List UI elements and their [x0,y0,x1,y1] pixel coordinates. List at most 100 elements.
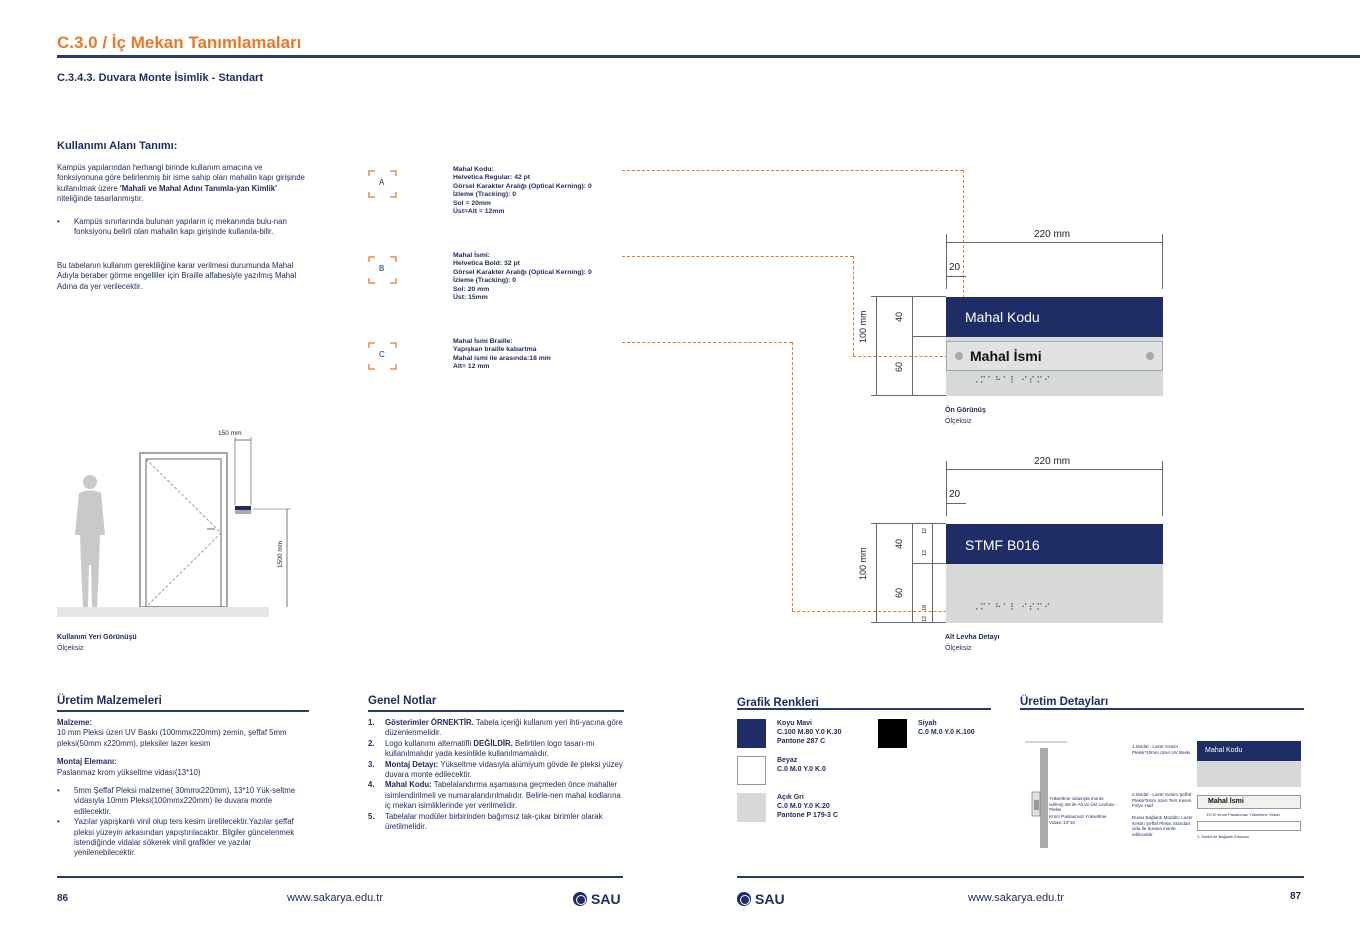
front-split-dim [912,296,913,396]
materials-rule [57,710,309,712]
front-dim-tick-left [946,234,947,289]
spec-title: Mahal İsmi Braille: [453,338,513,345]
spec-letter: B [379,264,385,273]
note-item: 4.Mahal Kodu: Tabelalandırma aşamasına g… [368,780,624,811]
sau-logo-right: SAU [737,891,785,907]
material-bullet: 5mm Şeffaf Pleksi malzeme( 30mmx220mm), … [57,786,309,817]
notes-heading: Genel Notlar [368,695,437,707]
label-top: 1.Modül - Lazer Kesim Pleksi*10mm üzeri … [1132,744,1191,755]
production-rule [1020,708,1304,710]
detail-grey-plate [1197,761,1301,787]
front-top-section: 40 [894,311,904,322]
color-pantone: Pantone P 179-3 C [777,812,838,819]
bottom-braille: ⠠⠍⠁⠓⠁⠇ ⠊⠎⠍⠊ [972,602,1052,612]
front-name-text: Mahal İsmi [970,348,1042,364]
usage-p1-bold: 'Mahali ve Mahal Adını Tanımla-yan Kimli… [119,183,277,193]
front-margin-label: 20 [949,262,961,273]
bottom-width-label: 220 mm [1034,456,1071,467]
page-number-left: 86 [57,893,69,904]
note-number: 5. [368,811,375,821]
section-drawing [1025,741,1067,848]
sau-logo-text: SAU [755,891,785,907]
spec-title: Mahal Kodu: [453,166,494,173]
front-scale: Ölçeksiz [945,418,972,425]
color-swatch [737,756,766,785]
bottom-height-tick-bottom [871,622,946,623]
bottom-dim-tick-right [1162,461,1163,516]
front-margin-line [946,276,966,277]
colors-rule [737,708,991,710]
sau-logo-left: SAU [573,891,621,907]
leader-c-vertical [792,342,793,611]
note-bold: Montaj Detayı: [385,759,439,769]
usage-width-label: 150 mm [218,430,242,437]
usage-caption: Kullanım Yeri Görünüşü [57,634,137,641]
front-width-label: 220 mm [1034,229,1071,240]
note-number: 2. [368,738,375,748]
sau-logo-text: SAU [591,891,621,907]
front-width-dim [946,242,1163,243]
bottom-height-tick-top [871,523,946,524]
bottom-split-dim [912,523,913,623]
front-split-tick [912,336,946,337]
bottom-margin-label: 20 [949,489,961,500]
bottom-small-dim-b: 12 [922,549,928,556]
leader-c-to-plate [792,611,972,612]
color-name: Açık Gri [777,794,804,801]
sau-logo-icon [573,892,587,906]
detail-name-panel: Mahal İsmi [1197,795,1301,809]
label-krom: Krom Paslanmaz Yükseltme Vidası 13*10 [1049,814,1107,825]
label-mid2: Duvar Bağlantı Modülü: Lazer Kesim Şeffa… [1132,815,1193,837]
bottom-code-text: STMF B016 [965,537,1040,553]
front-height-tick-bottom [871,395,946,396]
materials-bullets: 5mm Şeffaf Pleksi malzeme( 30mmx220mm), … [57,786,309,859]
footer-url-right[interactable]: www.sakarya.edu.tr [968,892,1064,904]
spec-line: Üst: 15mm [453,294,488,302]
spec-line: Görsel Karakter Aralığı (Optical Kerning… [453,182,592,190]
notes-rule [368,710,624,712]
bottom-small-dim-d: 12 [922,615,928,622]
note-item: 1.Gösterimler ÖRNEKTİR. Tabela içeriği k… [368,718,624,739]
footer-url-left[interactable]: www.sakarya.edu.tr [287,892,383,904]
materials-block: Malzeme: 10 mm Pleksi üzeri UV Baskı (10… [57,718,309,859]
floor [57,607,269,617]
spec-letter: A [379,178,385,187]
screw-icon [1146,352,1154,360]
usage-bullets: Kampüs sınırlarında bulunan yapıların iç… [57,217,309,238]
spec-line: Helvetica Bold: 32 pt [453,260,520,268]
bottom-caption: Alt Levha Detayı [945,634,1000,641]
front-name-panel: Mahal İsmi [946,341,1163,371]
bottom-small-dim-a: 12 [922,527,928,534]
color-code: C.0 M.0 Y.0 K.0 [777,766,826,773]
materials-spacer [57,749,309,757]
detail-code-bar: Mahal Kodu [1197,741,1301,761]
spec-line: Sol = 20mm [453,199,491,207]
usage-illustration [57,437,291,617]
front-caption: Ön Görünüş [945,407,986,414]
leader-b-vertical [853,256,854,356]
color-name: Beyaz [777,757,798,764]
bottom-grey-plate [946,564,1163,623]
mount-text: Paslanmaz krom yükseltme vidası(13*10) [57,767,201,777]
bottom-dim-tick-left [946,461,947,516]
color-pantone: Pantone 287 C [777,738,826,745]
front-height-label: 100 mm [858,310,868,343]
spec-line: Helvetica Regular: 42 pt [453,174,531,182]
bottom-width-dim [946,469,1163,470]
screw-section [1034,800,1039,810]
color-code: C.0 M.0 Y.0 K.20 [777,803,830,810]
spec-line: İzleme (Tracking): 0 [453,277,517,285]
spec-line: Mahal ismi ile arasında:18 mm [453,354,551,362]
bottom-top-section: 40 [894,538,904,549]
front-height-dim [876,296,877,396]
page-title: C.3.0 / İç Mekan Tanımlamaları [57,33,302,52]
front-bottom-section: 60 [894,361,904,372]
usage-bullet: Kampüs sınırlarında bulunan yapıların iç… [57,217,309,238]
note-bold: Mahal Kodu: [385,780,432,790]
door-swing-lines [145,458,222,608]
sign-marker [235,506,251,513]
note-text: Logo kullanımı alternatifli [385,738,474,748]
